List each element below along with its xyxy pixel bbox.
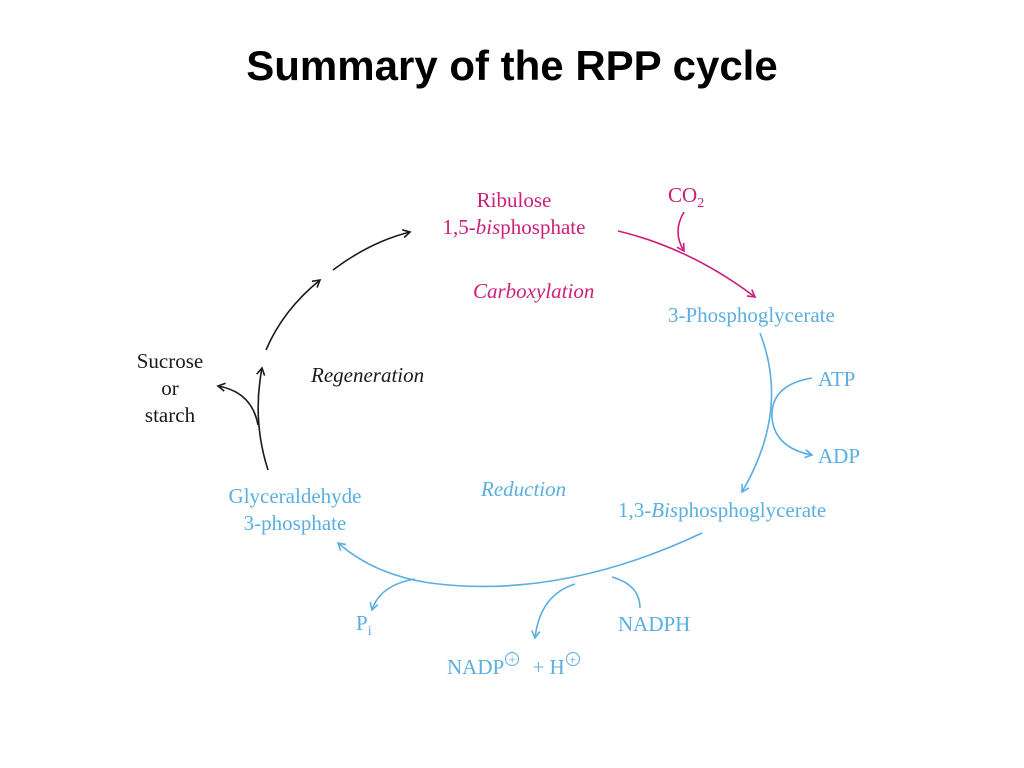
node-co2: CO2: [668, 182, 704, 217]
node-3-phosphoglycerate: 3-Phosphoglycerate: [668, 303, 835, 327]
node-nadp-plus-h: NADP+ + H+: [447, 652, 580, 681]
node-nadph: NADPH: [618, 612, 691, 636]
regeneration-arrow-top: [332, 229, 412, 271]
node-sucrose-or-starch: Sucrose or starch: [122, 348, 218, 429]
bpg-italic: Bis: [651, 498, 679, 522]
pi-sub: i: [367, 624, 372, 640]
phase-regeneration: Regeneration: [311, 363, 425, 387]
page-title: Summary of the RPP cycle: [246, 42, 778, 89]
pi-base: P: [356, 611, 368, 635]
bpg-prefix: 1,3-: [618, 498, 652, 522]
sucrose-output-arrow: [216, 382, 259, 426]
nadp-text: NADP: [447, 655, 505, 679]
nadp-output-arrow: [531, 583, 576, 640]
sucrose-line3: starch: [144, 403, 196, 427]
node-pi: Pi: [356, 610, 372, 645]
node-ribulose-bisphosphate: Ribulose 1,5-bisphosphate: [422, 187, 606, 241]
g3p-to-branch-arrow: [256, 366, 269, 471]
node-atp: ATP: [818, 367, 856, 391]
rubp-line2: 1,5-bisphosphate: [422, 214, 606, 241]
node-adp: ADP: [818, 444, 861, 468]
sucrose-line1: Sucrose: [136, 349, 204, 373]
rubp-prefix: 1,5-: [442, 215, 476, 239]
h-charge-icon: +: [565, 652, 580, 666]
g3p-line2: 3-phosphate: [243, 511, 347, 535]
pi-output-arrow: [369, 578, 416, 612]
regeneration-arrow-middle: [265, 278, 322, 351]
rubp-suffix: phosphate: [500, 215, 586, 239]
pga-to-bpg-arrow: [741, 332, 773, 494]
co2-base: CO: [668, 183, 698, 207]
g3p-line1: Glyceraldehyde: [228, 484, 362, 508]
atp-adp-arrow: [771, 377, 814, 459]
rubp-italic: bis: [475, 215, 501, 239]
sucrose-line2: or: [161, 376, 179, 400]
bpg-to-g3p-arrow: [336, 532, 703, 588]
phase-reduction: Reduction: [481, 477, 567, 501]
h-text: + H: [532, 655, 565, 679]
co2-sub: 2: [697, 196, 705, 212]
carboxylation-arrow: [617, 230, 757, 298]
node-glyceraldehyde-3-phosphate: Glyceraldehyde 3-phosphate: [210, 483, 380, 537]
node-1-3-bisphosphoglycerate: 1,3-Bisphosphoglycerate: [618, 497, 826, 524]
nadp-charge-icon: +: [505, 652, 520, 666]
nadph-input-arrow: [611, 576, 641, 609]
co2-input-arrow: [676, 211, 685, 253]
bpg-suffix: phosphoglycerate: [678, 498, 827, 522]
rubp-line1: Ribulose: [476, 188, 552, 212]
phase-carboxylation: Carboxylation: [473, 279, 595, 303]
